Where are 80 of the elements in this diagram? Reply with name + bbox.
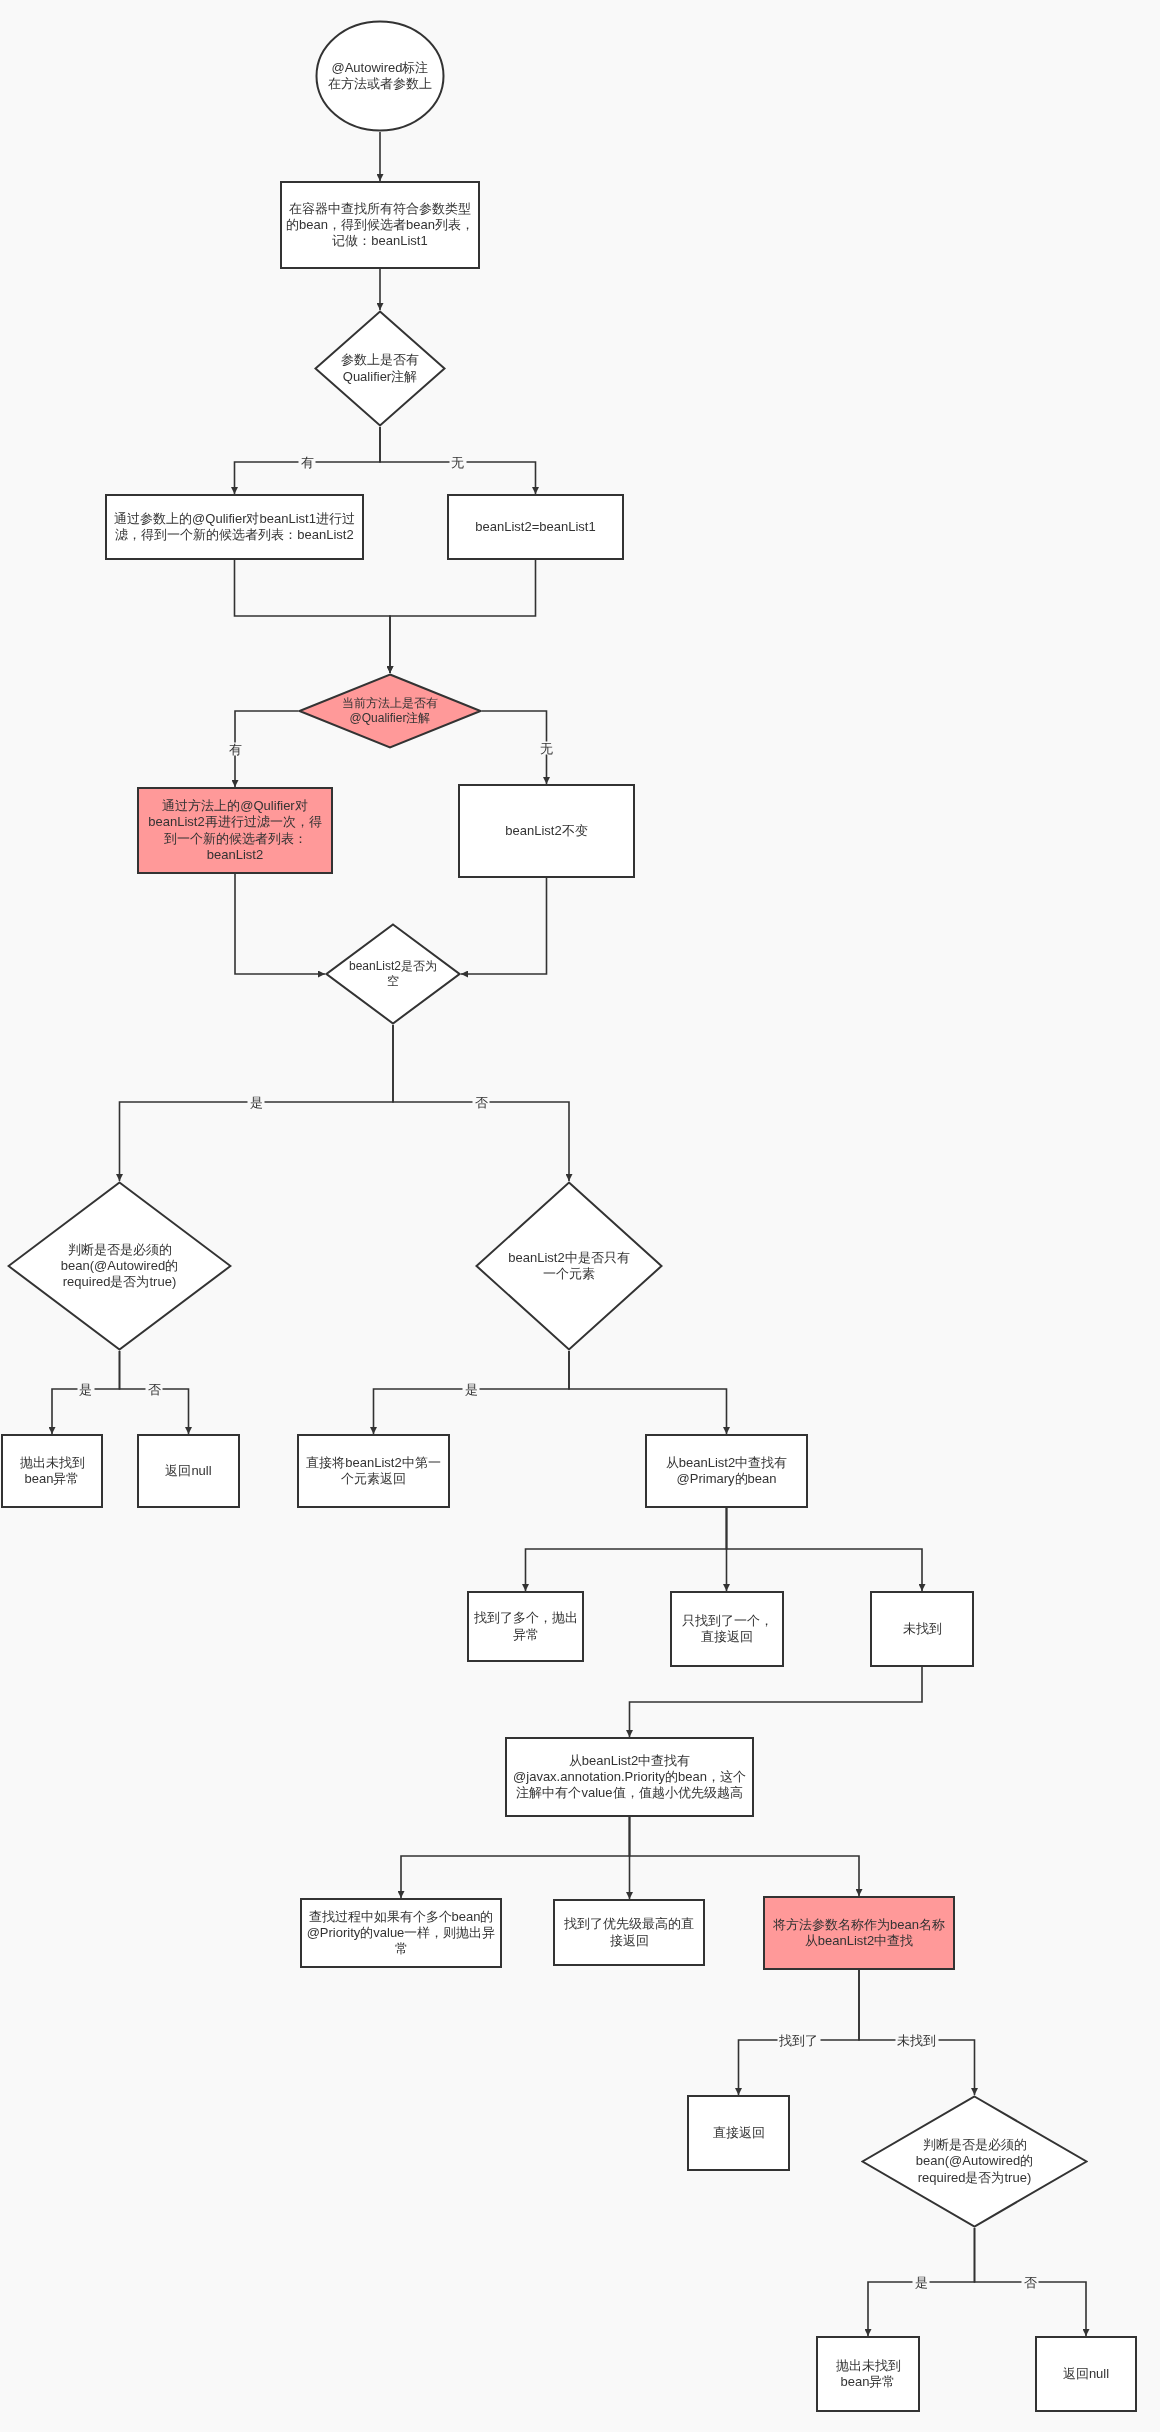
arrow: [628, 1816, 863, 1897]
edge-label: 找到了: [777, 2033, 821, 2047]
arrow: [392, 1024, 573, 1182]
process-box: [458, 784, 635, 878]
decision-diamond: [314, 310, 446, 427]
process-box: [645, 1434, 808, 1508]
process-box: [300, 1898, 502, 1968]
process-box: [670, 1591, 784, 1667]
arrow: [460, 877, 548, 978]
decision-diamond: [861, 2095, 1088, 2228]
edge-label: 否: [472, 1095, 490, 1109]
node-text: 找到了优先级最高的直接返回: [563, 1916, 695, 1949]
node-text: beanList2中是否只有一个元素: [507, 1249, 631, 1283]
node-text: 判断是否是必须的bean(@Autowired的required是否为true): [59, 1241, 180, 1291]
arrow: [481, 710, 550, 785]
edge-label: 无: [449, 455, 467, 469]
process-box: [1035, 2336, 1137, 2412]
arrow: [626, 1666, 923, 1738]
process-box: [816, 2336, 920, 2412]
edge-label: 是: [462, 1382, 480, 1396]
decision-diamond: [298, 673, 482, 749]
node-text: beanList2不变: [505, 822, 588, 840]
process-box: [1, 1434, 103, 1508]
process-box: [297, 1434, 450, 1508]
edge-label: 是: [247, 1095, 265, 1109]
node-text: 抛出未找到bean异常: [18, 1454, 86, 1488]
edge-label: 是: [912, 2275, 930, 2289]
node-text: beanList2是否为空: [348, 959, 438, 989]
node-text: 从beanList2中查找有@Primary的bean: [664, 1454, 789, 1488]
node-text: 找到了多个，抛出异常: [473, 1610, 578, 1643]
process-box: [505, 1737, 754, 1817]
process-box: [467, 1591, 584, 1662]
node-text: 未找到: [902, 1620, 942, 1638]
arrow: [725, 1507, 926, 1592]
node-text: 直接返回: [712, 2124, 765, 2142]
process-box: [137, 787, 333, 874]
arrow: [386, 559, 537, 674]
process-box: [870, 1591, 974, 1667]
node-text: 返回null: [1062, 2365, 1110, 2383]
process-box: [137, 1434, 240, 1508]
node-text: 通过参数上的@Qulifier对beanList1进行过滤，得到一个新的候选者列表：beanList2: [113, 510, 356, 544]
node-text: @Autowired标注在方法或者参数上: [328, 59, 432, 93]
arrow: [376, 131, 384, 182]
node-text: 判断是否是必须的bean(@Autowired的required是否为true): [914, 2137, 1035, 2186]
edge-label: 有: [226, 742, 244, 756]
node-text: 返回null: [165, 1462, 212, 1480]
edge-label: 否: [1021, 2275, 1039, 2289]
node-text: 将方法参数名称作为bean名称从beanList2中查找: [772, 1916, 946, 1950]
process-box: [763, 1896, 955, 1970]
decision-diamond: [325, 923, 461, 1025]
edge-label: 未找到: [895, 2033, 939, 2047]
arrow: [231, 710, 299, 788]
node-text: 通过方法上的@Qulifier对beanList2再进行过滤一次，得到一个新的候选者列表：beanList2: [147, 798, 323, 863]
process-box: [687, 2095, 790, 2171]
node-text: 从beanList2中查找有@javax.annotation.Priority的bean，这个注解中有个value值，值越小优先级越高: [512, 1752, 747, 1802]
node-text: 查找过程中如果有个多个bean的@Priority的value一样，则抛出异常: [306, 1908, 496, 1958]
start-circle: [315, 20, 445, 132]
arrow: [568, 1350, 730, 1435]
decision-diamond: [475, 1181, 663, 1351]
arrow: [118, 1350, 192, 1435]
edge-label: 无: [538, 741, 555, 754]
edge-label: 有: [298, 455, 316, 469]
arrow: [973, 2227, 1090, 2337]
node-text: 只找到了一个，直接返回: [680, 1612, 774, 1646]
decision-diamond: [7, 1181, 232, 1351]
arrow: [376, 268, 384, 311]
arrow: [379, 426, 539, 495]
node-text: 在容器中查找所有符合参数类型的bean，得到候选者bean列表，记做：beanList1: [286, 200, 474, 250]
process-box: [105, 494, 364, 560]
node-text: 直接将beanList2中第一个元素返回: [305, 1454, 442, 1488]
process-box: [280, 181, 480, 269]
node-text: 抛出未找到bean异常: [834, 2357, 902, 2391]
node-text: 当前方法上是否有@Qualifier注解: [341, 696, 439, 726]
edge-label: 是: [77, 1382, 95, 1396]
node-text: beanList2=beanList1: [475, 518, 596, 536]
process-box: [447, 494, 624, 560]
node-text: 参数上是否有Qualifier注解: [340, 352, 420, 385]
edge-label: 否: [145, 1382, 163, 1396]
arrow: [234, 873, 326, 978]
process-box: [553, 1899, 705, 1966]
